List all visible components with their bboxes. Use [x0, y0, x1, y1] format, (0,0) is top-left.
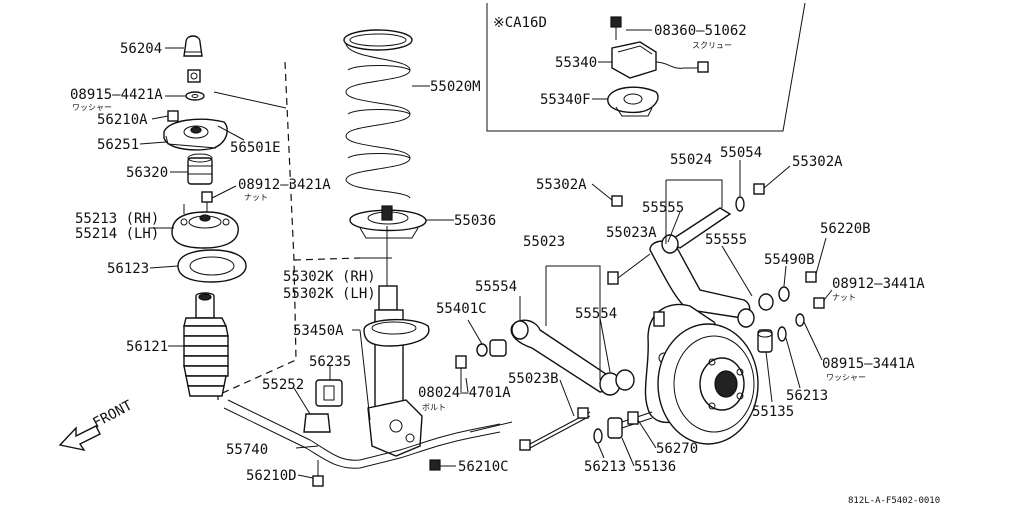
- nut-08912-3441A: [813, 297, 825, 309]
- front-arrow: FRONT: [58, 397, 136, 452]
- strut-55302K: [363, 285, 430, 457]
- label-55555-b: 55555: [705, 232, 747, 248]
- label-08915-3441A: 08915—3441A: [822, 356, 915, 372]
- label-bolt-jp: ボルト: [422, 403, 446, 412]
- label-56210A: 56210A: [97, 112, 148, 128]
- label-55554-b: 55554: [575, 306, 617, 322]
- plate-part: [607, 86, 659, 117]
- label-55554-a: 55554: [475, 279, 517, 295]
- nut-56220B: [805, 271, 817, 283]
- nut-56210C: [429, 459, 441, 471]
- label-55340F: 55340F: [540, 92, 591, 108]
- label-55302K-LH: 55302K (LH): [283, 286, 376, 302]
- label-nut2-jp: ナット: [832, 293, 856, 302]
- label-56251: 56251: [97, 137, 139, 153]
- screw-part: [610, 16, 622, 40]
- label-55740: 55740: [226, 442, 268, 458]
- label-55340: 55340: [555, 55, 597, 71]
- label-55302A-right: 55302A: [792, 154, 843, 170]
- nut-55302A-left: [611, 195, 623, 207]
- nut-56210A: [167, 110, 179, 122]
- washer-56213-left: [593, 428, 603, 444]
- washer-55401C: [476, 339, 507, 357]
- label-56210C: 56210C: [458, 459, 509, 475]
- arm-55023: [510, 319, 635, 396]
- washer-08915-3441A: [795, 313, 805, 327]
- label-55401C: 55401C: [436, 301, 487, 317]
- nut-55023A: [607, 253, 651, 285]
- label-55020M: 55020M: [430, 79, 481, 95]
- label-55023B: 55023B: [508, 371, 559, 387]
- boot-56121: [183, 292, 229, 397]
- label-nut-jp: ナット: [244, 193, 268, 202]
- label-55302K-RH: 55302K (RH): [283, 269, 376, 285]
- label-56204: 56204: [120, 41, 162, 57]
- nut-55302A-right: [753, 183, 765, 195]
- label-55023A: 55023A: [606, 225, 657, 241]
- label-55054: 55054: [720, 145, 762, 161]
- washer-08915-4421A: [185, 91, 205, 101]
- label-08912-3441A: 08912—3441A: [832, 276, 925, 292]
- label-screw-jp: スクリュー: [692, 41, 732, 50]
- washer-56213-right: [777, 326, 787, 342]
- label-55024: 55024: [670, 152, 712, 168]
- label-08360-51062: 08360—51062: [654, 23, 747, 39]
- label-56235: 56235: [309, 354, 351, 370]
- label-55213: 55213 (RH): [75, 211, 159, 227]
- coil-spring-55020M: [343, 29, 413, 199]
- bushing-55136: [607, 417, 623, 439]
- label-56121: 56121: [126, 339, 168, 355]
- label-55252: 55252: [262, 377, 304, 393]
- bush-56320: [187, 153, 213, 185]
- label-08915-4421A: 08915—4421A: [70, 87, 163, 103]
- inset-border: [486, 2, 806, 132]
- label-55136: 55136: [634, 459, 676, 475]
- label-56320: 56320: [126, 165, 168, 181]
- label-washer-jp: ワッシャー: [72, 103, 112, 112]
- label-55023: 55023: [523, 234, 565, 250]
- bushing-55135: [757, 329, 773, 353]
- washer-55490B: [778, 286, 790, 302]
- nut-small: [187, 69, 201, 83]
- gasket-56123: [177, 249, 247, 283]
- sensor-part: [611, 41, 709, 79]
- label-08912-3421A: 08912—3421A: [238, 177, 331, 193]
- bolt-08024-4701A: [455, 355, 467, 392]
- label-08024-4701A: 08024—4701A: [418, 385, 511, 401]
- reference-number: 812L-A-F5402-0010: [848, 496, 940, 506]
- label-55214: 55214 (LH): [75, 226, 159, 242]
- washer-55054: [735, 196, 745, 212]
- inset-box: ※CA16D 08360—51062 スクリュー 55340 55340F: [486, 2, 806, 132]
- label-56213-left: 56213: [584, 459, 626, 475]
- spring-seat-55036: [349, 205, 427, 296]
- upper-mount-55213: [171, 191, 239, 249]
- label-56213-right: 56213: [786, 388, 828, 404]
- label-55302A-left: 55302A: [536, 177, 587, 193]
- front-label: FRONT: [90, 397, 135, 431]
- bolt-55023B: [519, 407, 591, 451]
- mount-56251: [163, 118, 228, 151]
- bracket-55252: [303, 413, 331, 433]
- label-56501E: 56501E: [230, 140, 281, 156]
- label-56270: 56270: [656, 441, 698, 457]
- label-washer2-jp: ワッシャー: [826, 373, 866, 382]
- label-56123: 56123: [107, 261, 149, 277]
- label-55036: 55036: [454, 213, 496, 229]
- label-55135: 55135: [752, 404, 794, 420]
- bolt-56210D: [312, 460, 324, 487]
- inset-title: ※CA16D: [493, 15, 547, 31]
- bushing-56235: [315, 379, 343, 407]
- stabilizer-bar-55740: [223, 399, 513, 469]
- cap-56204: [183, 35, 203, 57]
- label-56220B: 56220B: [820, 221, 871, 237]
- label-55555-a: 55555: [642, 200, 684, 216]
- brake-drum: [657, 323, 759, 445]
- label-55490B: 55490B: [764, 252, 815, 268]
- label-53450A: 53450A: [293, 323, 344, 339]
- label-56210D: 56210D: [246, 468, 297, 484]
